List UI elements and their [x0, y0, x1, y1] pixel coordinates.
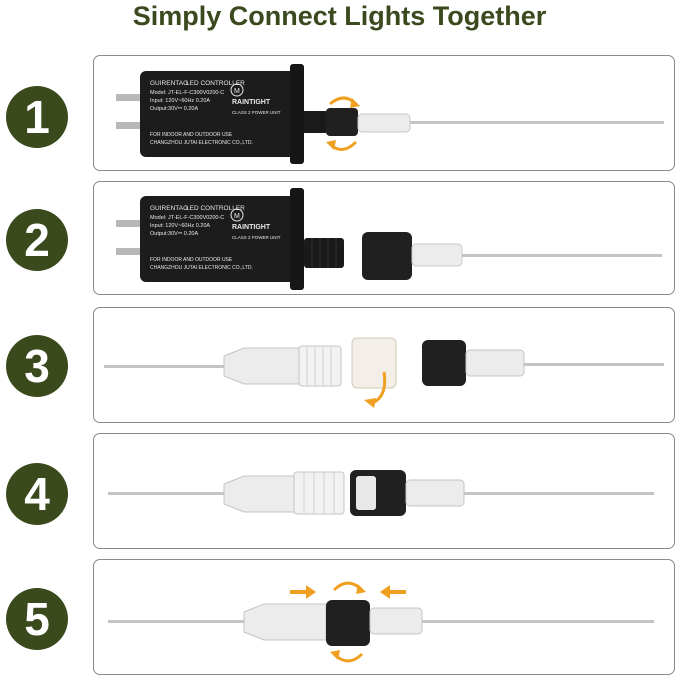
step-4-panel [93, 433, 675, 549]
step-number: 2 [24, 214, 50, 266]
step-number: 4 [24, 468, 50, 520]
connector-nut [326, 108, 358, 136]
clear-connector [357, 113, 411, 133]
step-5-panel [93, 559, 675, 675]
step-number: 3 [24, 340, 50, 392]
plug-prong [116, 122, 142, 129]
clear-connector [411, 243, 463, 267]
dust-cap [351, 337, 397, 389]
clear-connector [369, 607, 423, 635]
step-1-illustration: GUIRENTAO LED CONTROLLER Model: JT-EL-F-… [116, 64, 664, 164]
light-wire [464, 492, 654, 495]
clear-connector [223, 347, 300, 385]
threaded-output [304, 238, 344, 268]
step-2-panel: GUIRENTAO LED CONTROLLER Model: JT-EL-F-… [93, 181, 675, 295]
controller-brand: GUIRENTAO [150, 205, 188, 212]
controller-brand: GUIRENTAO [150, 80, 188, 87]
controller-mark: M [234, 88, 240, 95]
light-wire [108, 620, 244, 623]
step-3-illustration [104, 337, 664, 408]
connector-nut [422, 340, 466, 386]
step-1-panel: GUIRENTAO LED CONTROLLER Model: JT-EL-F-… [93, 55, 675, 171]
controller-output: Output:30V⎓ 0.20A [150, 231, 198, 237]
page-title: Simply Connect Lights Together [132, 1, 547, 31]
light-wire [462, 254, 662, 257]
step-2-badge: 2 [6, 209, 68, 271]
controller-body [140, 196, 300, 282]
controller-rating: RAINTIGHT [232, 99, 271, 106]
step-5-badge: 5 [6, 588, 68, 650]
controller-mark: M [234, 213, 240, 220]
controller-model: Model: JT-EL-F-C300V0200-C [150, 215, 224, 221]
light-wire [108, 492, 224, 495]
step-number: 1 [24, 91, 50, 143]
clear-connector [243, 603, 327, 641]
plug-prong [116, 248, 142, 255]
light-wire [104, 365, 224, 368]
plug-prong [116, 220, 142, 227]
controller-maker: CHANGZHOU JUTAI ELECTRONIC CO.,LTD. [150, 140, 253, 146]
controller-name: LED CONTROLLER [186, 205, 245, 212]
step-1-badge: 1 [6, 86, 68, 148]
controller-model: Model: JT-EL-F-C300V0200-C [150, 90, 224, 96]
light-wire [524, 363, 664, 366]
threaded-end [298, 345, 342, 387]
controller-input: Input: 120V~60Hz 0.20A [150, 98, 210, 104]
plug-prong [116, 94, 142, 101]
controller-name: LED CONTROLLER [186, 80, 245, 87]
step-4-badge: 4 [6, 463, 68, 525]
controller-input: Input: 120V~60Hz 0.20A [150, 223, 210, 229]
controller-note: FOR INDOOR AND OUTDOOR USE [150, 132, 233, 138]
controller-output: Output:30V⎓ 0.20A [150, 106, 198, 112]
connector-nut [362, 232, 412, 280]
controller-maker: CHANGZHOU JUTAI ELECTRONIC CO.,LTD. [150, 265, 253, 271]
threaded-end [293, 471, 345, 515]
clear-connector [223, 475, 295, 513]
controller-note: FOR INDOOR AND OUTDOOR USE [150, 257, 233, 263]
step-4-illustration [108, 470, 654, 516]
light-wire [422, 620, 654, 623]
connector-nut [326, 600, 370, 646]
controller-body [140, 71, 300, 157]
step-number: 5 [24, 593, 50, 645]
step-5-illustration [108, 581, 654, 663]
clear-connector [405, 479, 465, 507]
controller-class: CLASS 2 POWER UNIT [232, 110, 281, 115]
clear-connector [465, 349, 525, 377]
controller-class: CLASS 2 POWER UNIT [232, 235, 281, 240]
light-wire [410, 121, 664, 124]
step-3-badge: 3 [6, 335, 68, 397]
step-2-illustration: GUIRENTAO LED CONTROLLER Model: JT-EL-F-… [116, 188, 662, 290]
step-3-panel [93, 307, 675, 423]
controller-rating: RAINTIGHT [232, 224, 271, 231]
